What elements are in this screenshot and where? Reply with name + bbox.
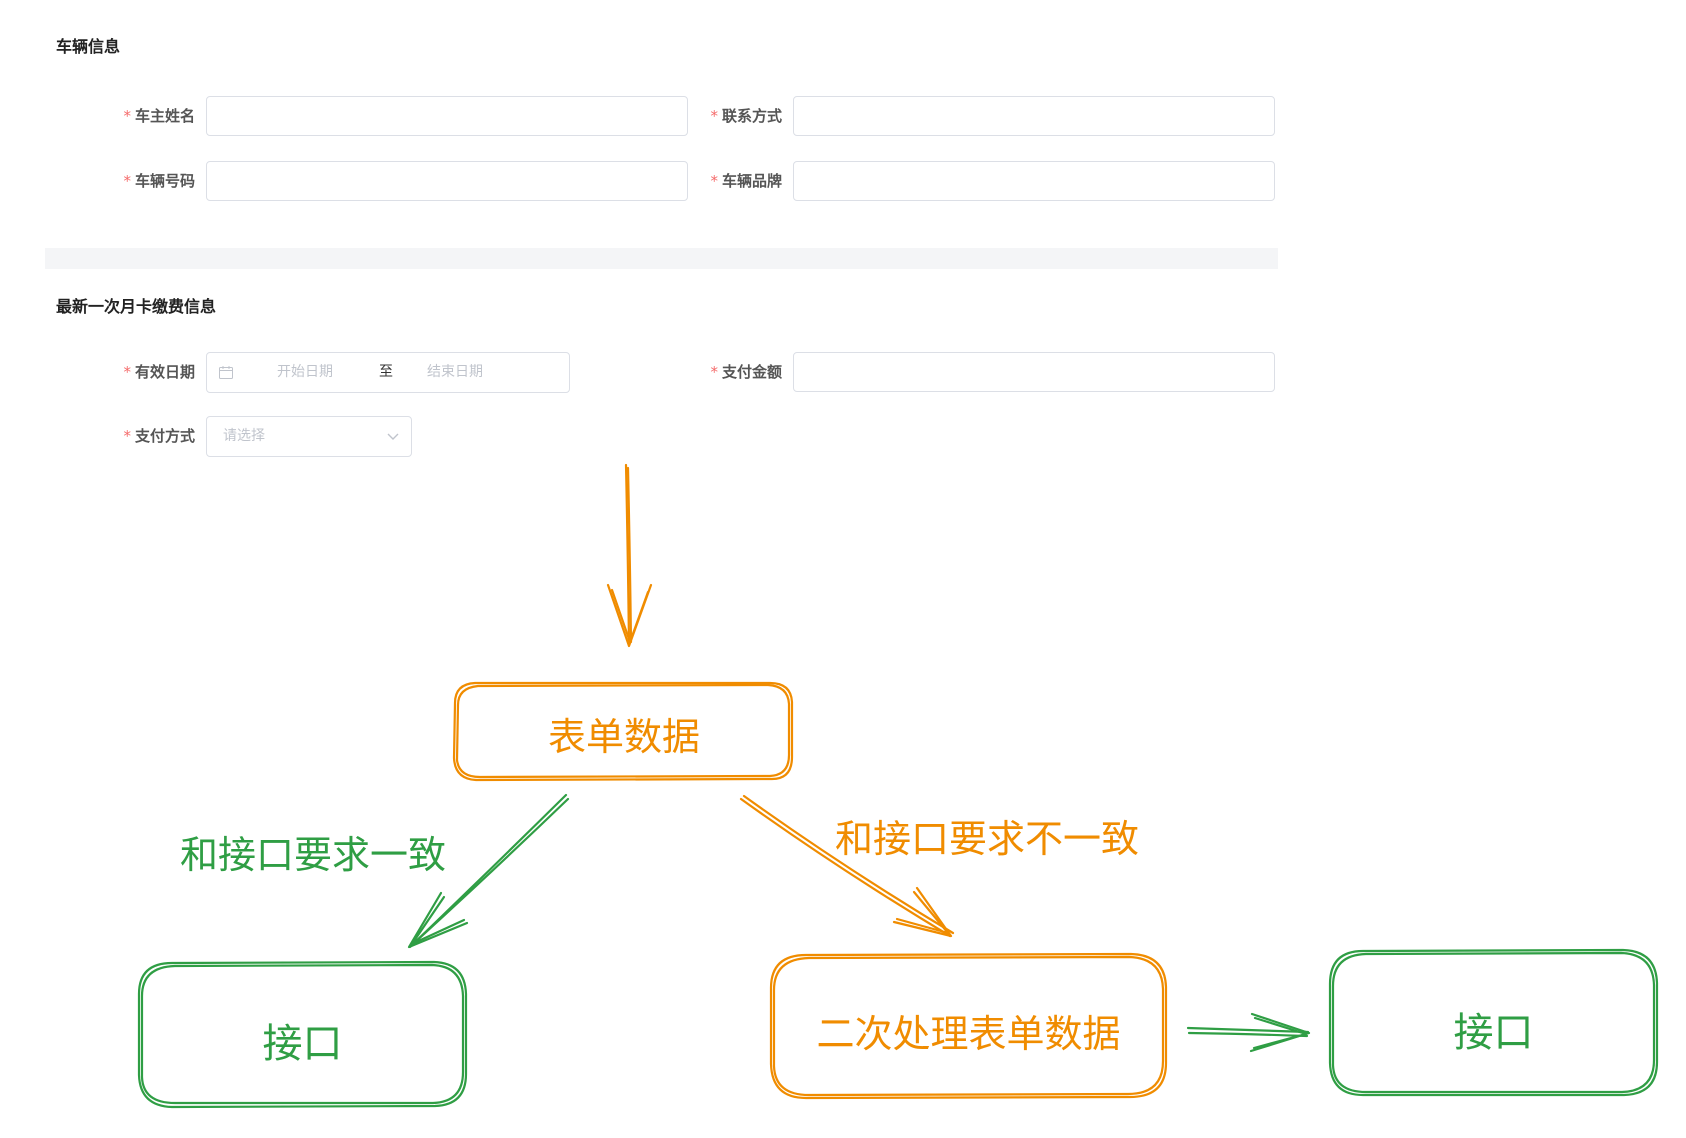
label-text: 有效日期	[134, 363, 195, 381]
required-mark: *	[710, 363, 718, 381]
brand-input[interactable]	[793, 161, 1275, 201]
mismatch-label: 和接口要求不一致	[835, 817, 1140, 861]
amount-input[interactable]	[793, 352, 1275, 392]
required-mark: *	[710, 172, 718, 190]
owner-name-input[interactable]	[206, 96, 688, 136]
form-data-box	[452, 681, 794, 782]
payment-method-select[interactable]: 请选择	[206, 416, 412, 457]
calendar-icon	[219, 366, 233, 379]
required-mark: *	[123, 172, 131, 190]
process-label: 二次处理表单数据	[816, 1012, 1121, 1056]
label-brand: *车辆品牌	[632, 161, 782, 201]
arrow-icon	[407, 793, 570, 949]
required-mark: *	[710, 107, 718, 125]
form-data-label: 表单数据	[547, 715, 700, 759]
section-title-vehicle: 车辆信息	[56, 37, 121, 56]
match-label: 和接口要求一致	[180, 833, 447, 877]
label-text: 车辆号码	[134, 172, 195, 190]
label-valid-date: *有效日期	[45, 352, 195, 392]
required-mark: *	[123, 363, 131, 381]
process-box	[769, 952, 1168, 1100]
arrow-icon	[606, 463, 653, 648]
label-text: 车辆品牌	[721, 172, 782, 190]
label-contact: *联系方式	[632, 96, 782, 136]
end-date-placeholder[interactable]: 结束日期	[427, 364, 483, 380]
api-right-label: 接口	[1453, 1010, 1534, 1056]
select-placeholder: 请选择	[223, 428, 265, 444]
contact-input[interactable]	[793, 96, 1275, 136]
required-mark: *	[123, 427, 131, 445]
required-mark: *	[123, 107, 131, 125]
label-amount: *支付金额	[632, 352, 782, 392]
date-range-separator: 至	[379, 364, 393, 380]
label-text: 支付方式	[134, 427, 195, 445]
date-range-picker[interactable]: 开始日期 至 结束日期	[206, 352, 570, 393]
section-divider	[45, 248, 1278, 269]
arrow-icon	[739, 794, 955, 938]
label-owner-name: *车主姓名	[45, 96, 195, 136]
api-right-box	[1328, 948, 1659, 1097]
label-payment-method: *支付方式	[45, 416, 195, 456]
api-left-box	[137, 960, 468, 1109]
label-text: 车主姓名	[134, 107, 195, 125]
label-text: 联系方式	[721, 107, 782, 125]
label-text: 支付金额	[721, 363, 782, 381]
section-title-payment: 最新一次月卡缴费信息	[56, 297, 217, 316]
arrow-icon	[1186, 1012, 1311, 1053]
start-date-placeholder[interactable]: 开始日期	[277, 364, 333, 380]
label-plate-number: *车辆号码	[45, 161, 195, 201]
api-left-label: 接口	[262, 1021, 343, 1067]
plate-number-input[interactable]	[206, 161, 688, 201]
chevron-down-icon	[387, 433, 399, 440]
